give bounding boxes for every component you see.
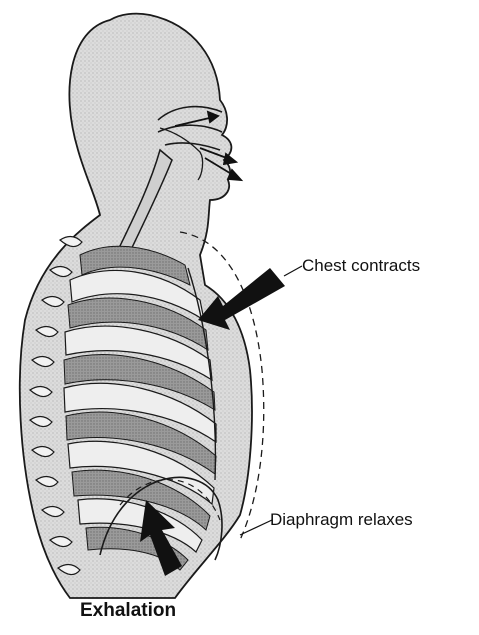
diaphragm-relaxes-label: Diaphragm relaxes bbox=[270, 510, 413, 530]
diaphragm-leader-line bbox=[240, 520, 272, 535]
figure-caption: Exhalation bbox=[80, 600, 176, 622]
chest-leader-line bbox=[284, 266, 302, 276]
chest-contracts-label: Chest contracts bbox=[302, 256, 420, 276]
